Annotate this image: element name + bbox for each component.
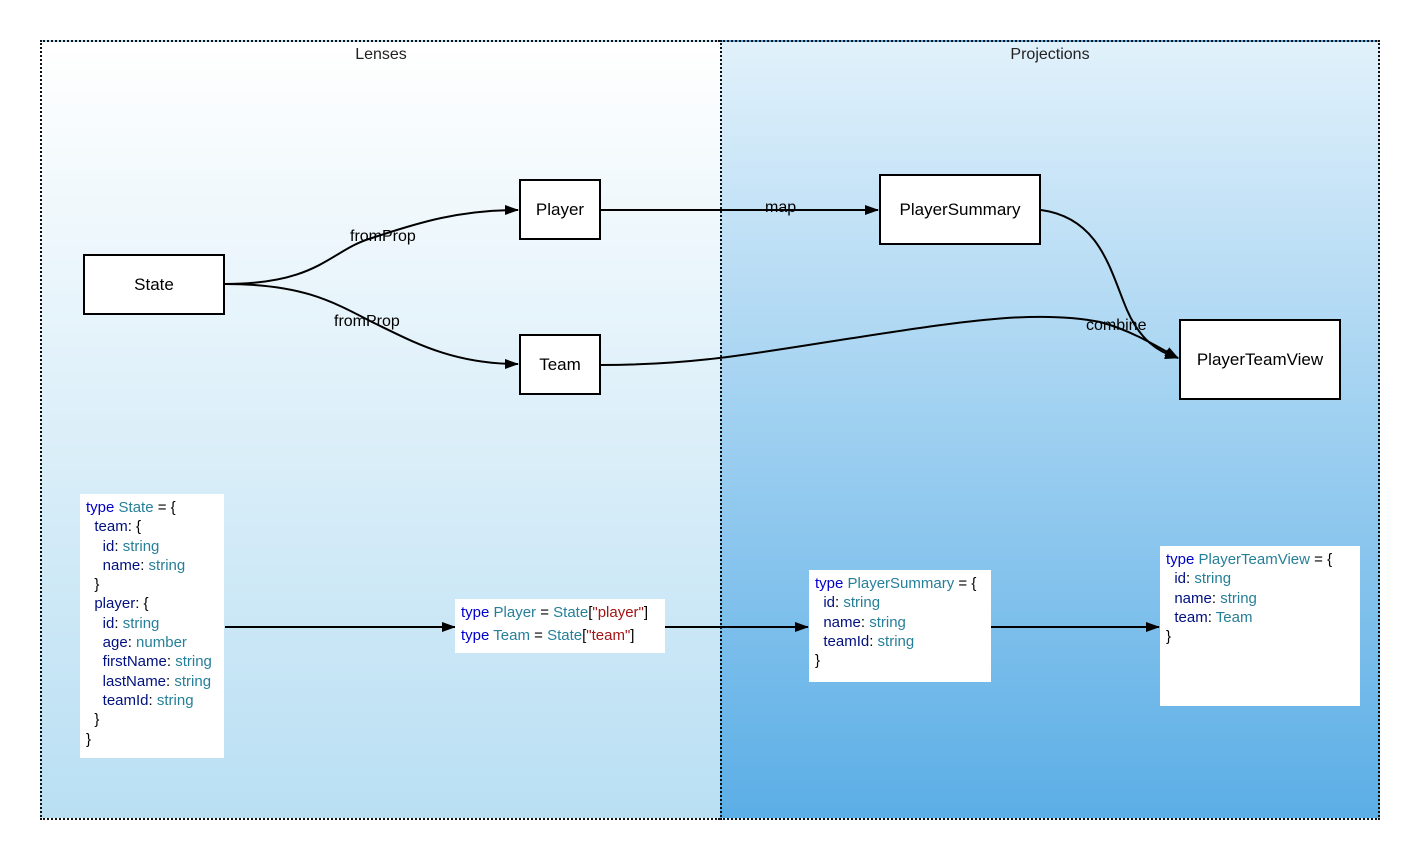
edge-state-team bbox=[224, 283, 519, 369]
player-team-view-type-code: type PlayerTeamView = { id: string name:… bbox=[1160, 546, 1360, 706]
state-node[interactable]: State bbox=[83, 254, 225, 315]
lenses-title: Lenses bbox=[355, 46, 407, 63]
lens-types-code: type Player = State["player"] type Team … bbox=[455, 599, 665, 653]
edge-state-player bbox=[224, 205, 519, 285]
edge-label-map: map bbox=[765, 199, 797, 216]
player-summary-node[interactable]: PlayerSummary bbox=[879, 174, 1041, 245]
player-node[interactable]: Player bbox=[519, 179, 601, 240]
edge-label-combine: combine bbox=[1086, 317, 1147, 334]
edge-label-fromprop-player: fromProp bbox=[350, 228, 416, 245]
code-keyword: type bbox=[86, 499, 115, 516]
edge-label-fromprop-team: fromProp bbox=[334, 313, 400, 330]
player-summary-type-code: type PlayerSummary = { id: string name: … bbox=[809, 570, 991, 682]
code-type-name: State bbox=[118, 499, 154, 516]
edge-summary-view bbox=[1040, 209, 1179, 360]
state-type-code: type State = { team: { id: string name: … bbox=[80, 494, 224, 758]
edge-team-view bbox=[600, 315, 1179, 366]
projections-title: Projections bbox=[1010, 46, 1090, 63]
player-team-view-node[interactable]: PlayerTeamView bbox=[1179, 319, 1341, 400]
team-node[interactable]: Team bbox=[519, 334, 601, 395]
